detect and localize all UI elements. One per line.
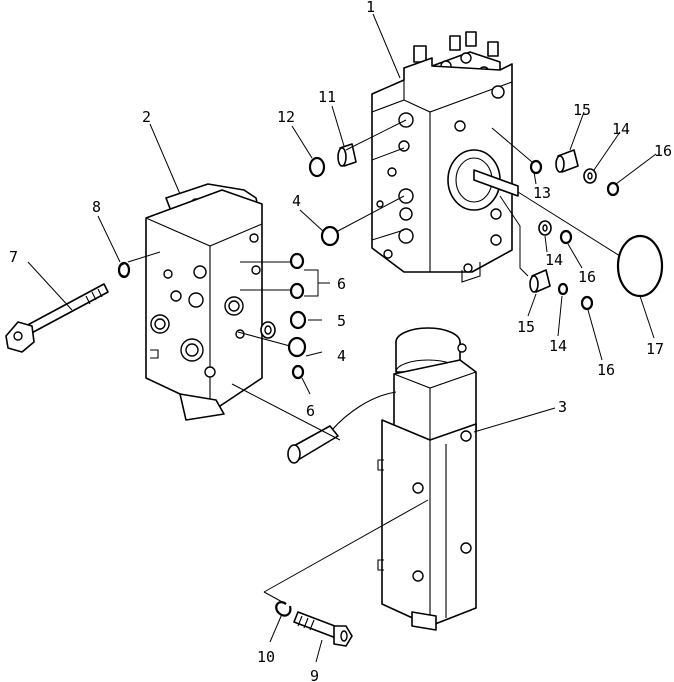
callout-3: 3 <box>558 398 567 416</box>
o-ring-17 <box>616 234 664 298</box>
callout-11: 11 <box>318 88 336 106</box>
bolt-part-9 <box>293 611 353 647</box>
leader-lines <box>27 13 657 663</box>
callout-15-upper: 15 <box>573 101 591 119</box>
callout-12: 12 <box>277 108 295 126</box>
callout-9: 9 <box>310 667 319 682</box>
o-ring-4-upper <box>320 225 340 247</box>
callout-6-upper: 6 <box>337 275 346 293</box>
valve-block-part-2 <box>145 183 263 421</box>
callout-16-middle: 16 <box>578 268 596 286</box>
callout-5: 5 <box>337 312 346 330</box>
callout-13: 13 <box>533 184 551 202</box>
callout-4-lower: 4 <box>337 347 346 365</box>
callout-10: 10 <box>257 648 275 666</box>
callout-1: 1 <box>366 0 375 16</box>
callout-7: 7 <box>9 248 18 266</box>
washer-part-10 <box>275 601 292 617</box>
callout-17: 17 <box>646 340 664 358</box>
callout-16-lower: 16 <box>597 361 615 379</box>
callout-2: 2 <box>142 108 151 126</box>
callout-16-upper: 16 <box>654 142 672 160</box>
solenoid-valve-part-3 <box>287 327 477 631</box>
callout-8: 8 <box>92 198 101 216</box>
callout-14-upper: 14 <box>612 120 630 138</box>
callout-6-lower: 6 <box>306 402 315 420</box>
bolt-part-7 <box>5 283 109 353</box>
callout-4-upper: 4 <box>292 192 301 210</box>
callout-labels: 1 2 3 4 4 5 6 6 7 8 9 10 11 12 13 14 14 … <box>9 0 672 682</box>
o-ring-12 <box>308 156 326 178</box>
callout-14-middle: 14 <box>545 251 563 269</box>
plugs-and-fittings <box>117 143 597 339</box>
callout-15-lower: 15 <box>517 318 535 336</box>
valve-block-part-1 <box>371 31 519 283</box>
seal-rings <box>287 156 664 380</box>
callout-14-lower: 14 <box>549 337 567 355</box>
